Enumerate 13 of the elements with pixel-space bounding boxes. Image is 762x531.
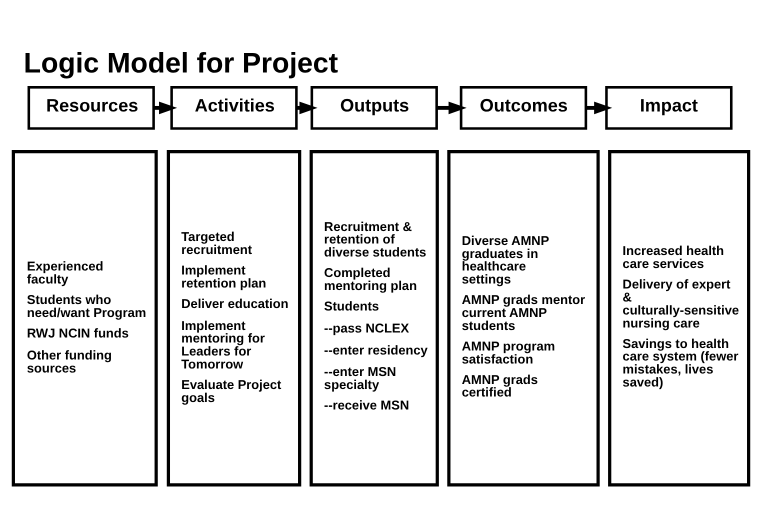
diagram-title: Logic Model for Project <box>24 46 338 79</box>
node-box: Targeted recruitment Implement retention plan Deliver education Implement mentoring for Leaders for Tomorrow Evaluate Project goals <box>166 150 302 486</box>
node-box: Resources <box>28 86 155 130</box>
node-box: Outcomes <box>460 86 588 130</box>
arrow <box>437 102 467 114</box>
node-box: Experienced faculty Students who need/want Program RWJ NCIN funds Other funding sources <box>12 150 158 486</box>
node-box: Diverse AMNP graduates in healthcare settings AMNP grads mentor current AMNP students AMNP program satisfaction AMNP grads certified <box>447 150 600 486</box>
arrow <box>586 102 612 114</box>
node-box: Impact <box>605 86 733 130</box>
node-box: Recruitment & retention of diverse students Completed mentoring plan Students --pass NCLEX --enter residency --enter MSN specialty --receive MSN <box>310 150 439 486</box>
node-box: Activities <box>170 86 298 130</box>
node-box: Outputs <box>310 86 438 130</box>
node-box: Increased health care services Delivery of expert & culturally-sensitive nursing care Savings to health care system (fewer mistakes, lives saved) <box>608 150 750 486</box>
